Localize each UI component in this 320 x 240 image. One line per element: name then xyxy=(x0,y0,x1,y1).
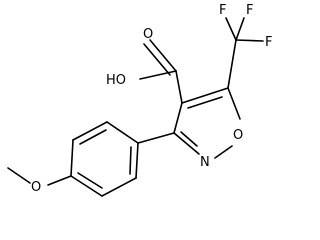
molecule-structure: HO O N O F F F O xyxy=(7,3,272,197)
bond-c-f1 xyxy=(225,17,237,41)
bond-c-carbonyl-double-a xyxy=(149,39,177,72)
bond-c3-aryl xyxy=(137,132,175,144)
bond-c-f2 xyxy=(235,17,245,41)
label-ring-n: N xyxy=(200,155,210,170)
label-f3: F xyxy=(265,35,272,50)
bond-n2-c3 xyxy=(173,132,200,155)
bond-ar4-ar5-inner xyxy=(77,172,103,189)
bond-c4-c5-inner xyxy=(187,96,223,109)
label-ring-o: O xyxy=(233,128,243,143)
label-f1: F xyxy=(219,3,226,18)
bond-ring-c4-cooh xyxy=(175,70,183,104)
label-f2: F xyxy=(246,3,253,18)
bond-ar5-ar6 xyxy=(101,177,137,197)
bond-ar6-ar1 xyxy=(135,142,139,179)
bond-c3-c4 xyxy=(173,102,183,134)
bond-c4-c5 xyxy=(181,87,229,104)
bond-ar6-ar1-inner xyxy=(129,146,132,175)
label-oh: HO xyxy=(106,73,126,88)
bond-o1-n2 xyxy=(214,145,233,159)
atom-labels: HO O N O F F F O xyxy=(31,3,272,195)
bond-ar4-ar5 xyxy=(70,175,103,197)
bond-c-f3 xyxy=(235,39,264,42)
bond-ar3-ar4 xyxy=(70,139,74,177)
bond-ar4-o xyxy=(47,175,72,186)
bond-c-oh xyxy=(139,70,177,80)
bond-ar2-ar3 xyxy=(72,121,108,141)
bond-ar1-ar2 xyxy=(106,121,139,144)
bond-c5-o1 xyxy=(227,87,241,120)
label-methoxy-o: O xyxy=(31,180,41,195)
bond-c5-cf3 xyxy=(227,39,237,89)
bond-ar2-ar3-inner xyxy=(79,129,107,145)
bond-o-ch3 xyxy=(7,167,31,184)
bond-c-carbonyl-double-b xyxy=(143,43,171,76)
bonds xyxy=(7,17,264,197)
label-carbonyl-o: O xyxy=(143,27,153,42)
bond-n2-c3-inner xyxy=(180,131,198,147)
